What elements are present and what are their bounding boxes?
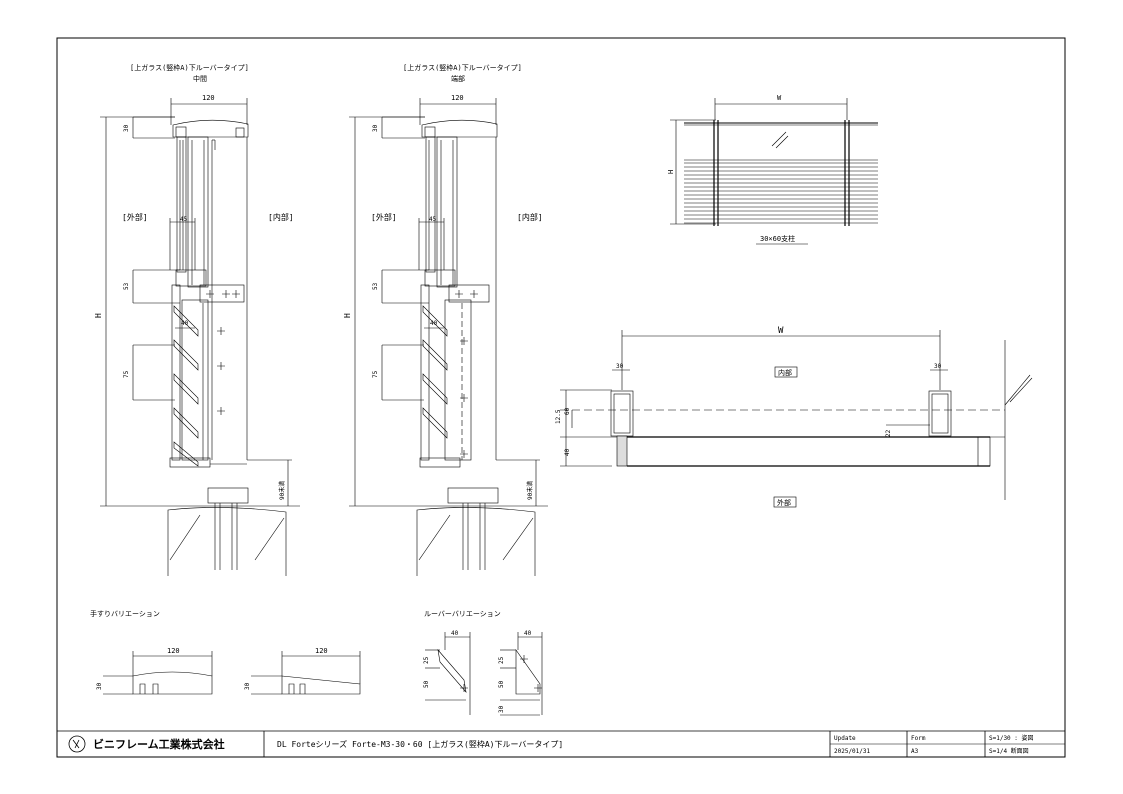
louver-variations: ルーバーバリエーション 40 25 50 40 25 50 30 [423, 610, 543, 716]
handrail-variations-title: 手すりバリエーション [90, 609, 160, 618]
end-dim-75: 75 [372, 370, 379, 378]
middle-outside-label: [外部] [122, 212, 148, 222]
louver-b-dim-40: 40 [524, 630, 532, 637]
elevation-dim-w: W [777, 94, 782, 102]
middle-inside-label: [内部] [268, 212, 294, 222]
plan-dim-w: W [778, 326, 784, 336]
update-label: Update [834, 735, 856, 742]
middle-dim-120: 120 [202, 94, 215, 102]
drawing-title: DL Forteシリーズ Forte-M3-30・60 [上ガラス(竪枠A)下ル… [277, 739, 563, 749]
louver-a-dim-50: 50 [423, 680, 430, 688]
sheet-border [56, 37, 1066, 758]
end-dim-120: 120 [451, 94, 464, 102]
middle-dim-45: 45 [180, 216, 188, 223]
middle-dim-53: 53 [123, 282, 130, 290]
middle-dim-40: 40 [181, 320, 189, 327]
company-logo-icon [68, 735, 86, 753]
louver-b-dim-25: 25 [498, 656, 505, 664]
plan-dim-12-5: 12.5 [555, 409, 562, 424]
plan-dim-40: 40 [564, 448, 571, 456]
form-label: Form [911, 735, 926, 742]
handrail-a-dim-30: 30 [96, 682, 103, 690]
title-block: ビニフレーム工業株式会社 DL Forteシリーズ Forte-M3-30・60… [57, 730, 1065, 757]
end-outside-label: [外部] [371, 212, 397, 222]
section-middle: [上ガラス(竪枠A)下ルーバータイプ] 中間 120 30 H [外 [94, 63, 300, 576]
louver-a-dim-25: 25 [423, 656, 430, 664]
elevation-post-caption: 30×60支柱 [760, 234, 795, 243]
elevation-dim-h: H [667, 170, 675, 174]
elevation-view: W H 30×60支柱 [667, 94, 878, 245]
end-dim-h: H [343, 313, 352, 318]
handrail-b-dim-30: 30 [244, 682, 251, 690]
end-subcaption: 端部 [451, 74, 465, 83]
plan-dim-30-right: 30 [934, 363, 942, 370]
handrail-b-dim-120: 120 [315, 647, 328, 655]
handrail-variations: 手すりバリエーション 120 30 120 30 [90, 609, 361, 695]
plan-dim-22: 22 [885, 429, 892, 437]
end-dim-30: 30 [372, 124, 379, 132]
end-caption: [上ガラス(竪枠A)下ルーバータイプ] [403, 63, 522, 72]
end-dim-45: 45 [429, 216, 437, 223]
louver-b-dim-30: 30 [498, 705, 505, 713]
middle-dim-75: 75 [123, 370, 130, 378]
update-date: 2025/01/31 [834, 748, 871, 755]
louver-variations-title: ルーバーバリエーション [424, 610, 501, 618]
end-inside-label: [内部] [517, 212, 543, 222]
middle-subcaption: 中間 [193, 74, 207, 83]
handrail-a-dim-120: 120 [167, 647, 180, 655]
plan-view: W 30 30 内部 60 12.5 40 22 外部 [555, 326, 1033, 508]
form-value: A3 [911, 748, 919, 755]
scale-line-1: S=1/30 : 姿図 [989, 734, 1034, 742]
end-dim-90: 90未満 [526, 481, 534, 500]
middle-caption: [上ガラス(竪枠A)下ルーバータイプ] [130, 63, 249, 72]
plan-inside-label: 内部 [778, 368, 792, 377]
end-dim-40: 40 [430, 320, 438, 327]
middle-dim-h: H [94, 313, 103, 318]
plan-dim-60: 60 [564, 407, 571, 415]
middle-dim-90: 90未満 [278, 481, 286, 500]
louver-b-dim-50: 50 [498, 680, 505, 688]
louver-a-dim-40: 40 [451, 630, 459, 637]
middle-dim-30: 30 [123, 124, 130, 132]
scale-line-2: S=1/4 断面図 [989, 747, 1029, 755]
end-dim-53: 53 [372, 282, 379, 290]
section-end: [上ガラス(竪枠A)下ルーバータイプ] 端部 120 30 H [外部] [内部… [343, 63, 548, 576]
plan-outside-label: 外部 [777, 498, 791, 507]
company-name: ビニフレーム工業株式会社 [93, 737, 225, 751]
plan-dim-30-left: 30 [616, 363, 624, 370]
